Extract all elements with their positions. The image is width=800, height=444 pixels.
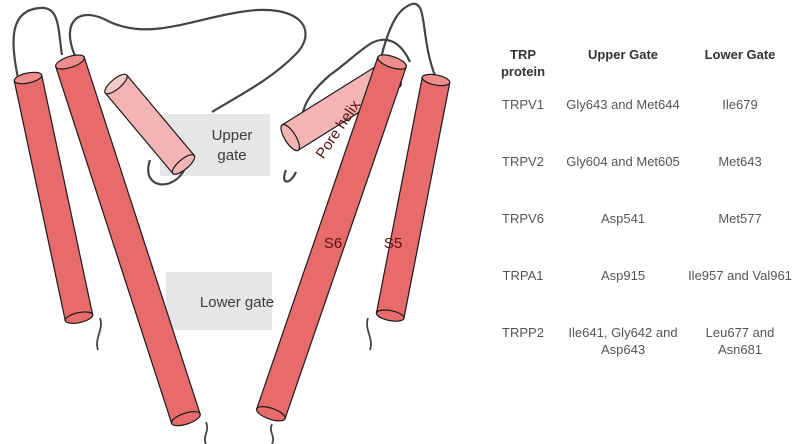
left-s6-tail — [203, 421, 209, 444]
s6-label: S6 — [324, 235, 342, 252]
cell-protein: TRPV2 — [502, 154, 544, 169]
cell-protein: TRPA1 — [502, 268, 544, 283]
cell-protein: TRPP2 — [502, 325, 544, 340]
left-outer-helix — [13, 71, 94, 324]
table-row: TRPV6 Asp541 Met577 — [488, 210, 800, 267]
s5-label: S5 — [384, 235, 402, 252]
header-lower-gate: Lower Gate — [704, 47, 776, 62]
table-row: TRPA1 Asp915 Ile957 and Val961 — [488, 267, 800, 324]
cell-upper-gate: Asp541 — [600, 211, 646, 226]
cell-lower-gate: Ile957 and Val961 — [688, 268, 792, 283]
cell-upper-gate: Asp915 — [600, 268, 646, 283]
right-pore-turn — [283, 169, 297, 183]
table-row: TRPV1 Gly643 and Met644 Ile679 — [488, 96, 800, 153]
header-trp-protein: TRP protein — [500, 47, 546, 79]
cell-protein: TRPV1 — [502, 97, 544, 112]
left-pore-turn — [147, 159, 187, 186]
cell-lower-gate: Met643 — [718, 154, 762, 169]
upper-gate-label-line1: Upper — [212, 127, 253, 144]
cell-upper-gate: Ile641, Gly642 and Asp643 — [568, 325, 678, 357]
cell-upper-gate: Gly643 and Met644 — [566, 97, 680, 112]
cell-protein: TRPV6 — [502, 211, 544, 226]
right-s5-tail — [366, 317, 372, 351]
cell-upper-gate: Gly604 and Met605 — [566, 154, 680, 169]
lower-gate-band — [166, 272, 272, 330]
left-pore-helix — [104, 73, 196, 175]
table-row: TRPP2 Ile641, Gly642 and Asp643 Leu677 a… — [488, 324, 800, 381]
header-upper-gate: Upper Gate — [587, 47, 659, 62]
right-s6-helix — [255, 54, 407, 422]
table-header-row: TRP protein Upper Gate Lower Gate — [488, 30, 800, 96]
left-linker-loop — [68, 8, 307, 113]
cell-lower-gate: Ile679 — [722, 97, 758, 112]
upper-gate-label-line2: gate — [217, 147, 246, 164]
trp-channel-gate-diagram: Upper gate Lower gate Pore helix S6 S5 — [12, 2, 451, 444]
left-top-loop — [12, 6, 64, 79]
table-row: TRPV2 Gly604 and Met605 Met643 — [488, 153, 800, 210]
lower-gate-label: Lower gate — [200, 294, 274, 311]
left-outer-tail — [96, 317, 102, 351]
left-s6-helix — [54, 54, 201, 427]
right-top-loop — [378, 2, 438, 79]
cell-lower-gate: Met577 — [718, 211, 762, 226]
cell-lower-gate: Leu677 and Asn681 — [705, 325, 775, 357]
right-linker-loop — [300, 38, 412, 117]
gate-residue-table: TRP protein Upper Gate Lower Gate TRPV1 … — [488, 30, 800, 381]
right-s6-tail — [269, 423, 275, 444]
right-s5-helix — [375, 73, 451, 322]
